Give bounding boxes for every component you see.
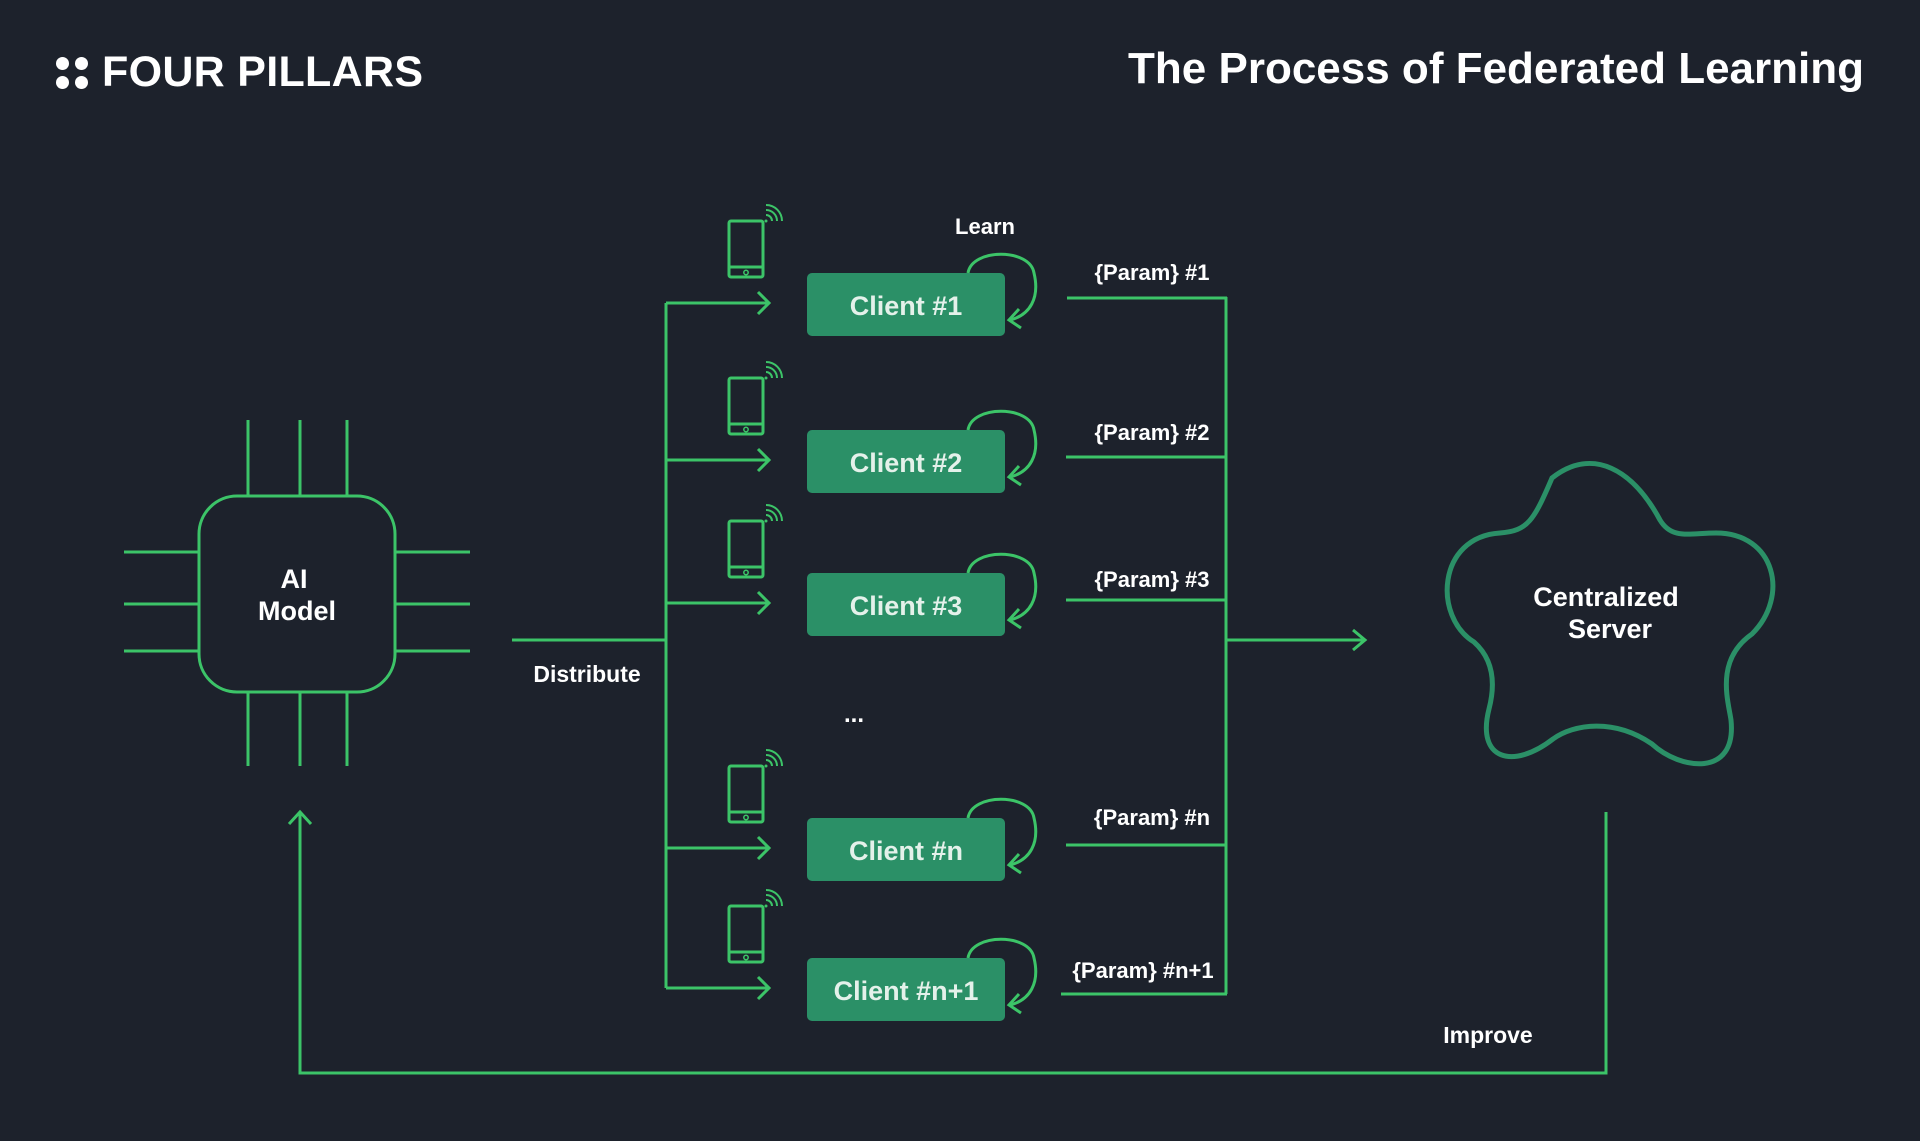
client-label: Client #n [849, 836, 963, 866]
smartphone-wifi-icon [727, 748, 784, 824]
four-dots-logo-icon [56, 56, 88, 89]
client-label: Client #n+1 [834, 976, 979, 1006]
distribute-connector [512, 303, 668, 988]
learn-label: Learn [955, 214, 1015, 239]
param-label: {Param} #n [1094, 805, 1210, 830]
ai-model-label-line2: Model [258, 596, 336, 626]
client-row: Client #3 {Param} #3 [666, 503, 1227, 636]
client-box [807, 958, 1005, 1021]
arrow-head-icon [1006, 307, 1022, 330]
client-box [807, 430, 1005, 493]
param-label: {Param} #n+1 [1072, 958, 1213, 983]
ellipsis-label: ... [844, 701, 864, 728]
arrow-head-icon [1006, 992, 1022, 1015]
param-label: {Param} #3 [1095, 567, 1210, 592]
param-label: {Param} #2 [1095, 420, 1210, 445]
cloud-flower-icon [1444, 461, 1776, 767]
arrow-head-icon [756, 835, 772, 861]
client-label: Client #2 [850, 448, 963, 478]
client-box [807, 273, 1005, 336]
learn-loop-arrow [966, 937, 1038, 1007]
improve-arrow-head-icon [287, 809, 313, 826]
chip-icon [124, 420, 470, 766]
arrow-head-icon [756, 290, 772, 316]
learn-loop-arrow [966, 252, 1038, 322]
client-label: Client #3 [850, 591, 963, 621]
page-title: The Process of Federated Learning [1128, 44, 1864, 93]
ai-model-chip: AI Model [124, 420, 470, 766]
smartphone-wifi-icon [727, 360, 784, 436]
ai-model-label-line1: AI [281, 564, 308, 594]
brand-name: FOUR PILLARS [102, 48, 424, 96]
client-row: Client #n+1 {Param} #n+1 [666, 888, 1227, 1021]
client-row: Client #2 {Param} #2 [666, 360, 1227, 493]
smartphone-wifi-icon [727, 888, 784, 964]
client-box [807, 573, 1005, 636]
aggregate-arrow-head-icon [1352, 628, 1368, 652]
server-label-line2: Server [1568, 614, 1653, 644]
arrow-head-icon [756, 975, 772, 1001]
client-box [807, 818, 1005, 881]
centralized-server: Centralized Server [1444, 461, 1776, 767]
client-row: Client #n {Param} #n [666, 748, 1227, 881]
learn-loop-arrow [966, 409, 1038, 479]
server-label-line1: Centralized [1533, 582, 1679, 612]
arrow-head-icon [1006, 464, 1022, 487]
arrow-head-icon [1006, 607, 1022, 630]
arrow-head-icon [756, 447, 772, 473]
distribute-label: Distribute [533, 661, 640, 687]
improve-connector [287, 809, 1608, 1075]
learn-loop-arrow [966, 797, 1038, 867]
smartphone-wifi-icon [727, 503, 784, 579]
smartphone-wifi-icon [727, 203, 784, 279]
learn-loop-arrow [966, 552, 1038, 622]
client-row: Client #1 {Param} #1 [666, 203, 1227, 336]
aggregate-connector [1224, 297, 1368, 994]
param-label: {Param} #1 [1095, 260, 1210, 285]
brand-logo: FOUR PILLARS [56, 48, 423, 97]
client-label: Client #1 [850, 291, 963, 321]
arrow-head-icon [756, 590, 772, 616]
improve-label: Improve [1443, 1022, 1532, 1048]
arrow-head-icon [1006, 852, 1022, 875]
